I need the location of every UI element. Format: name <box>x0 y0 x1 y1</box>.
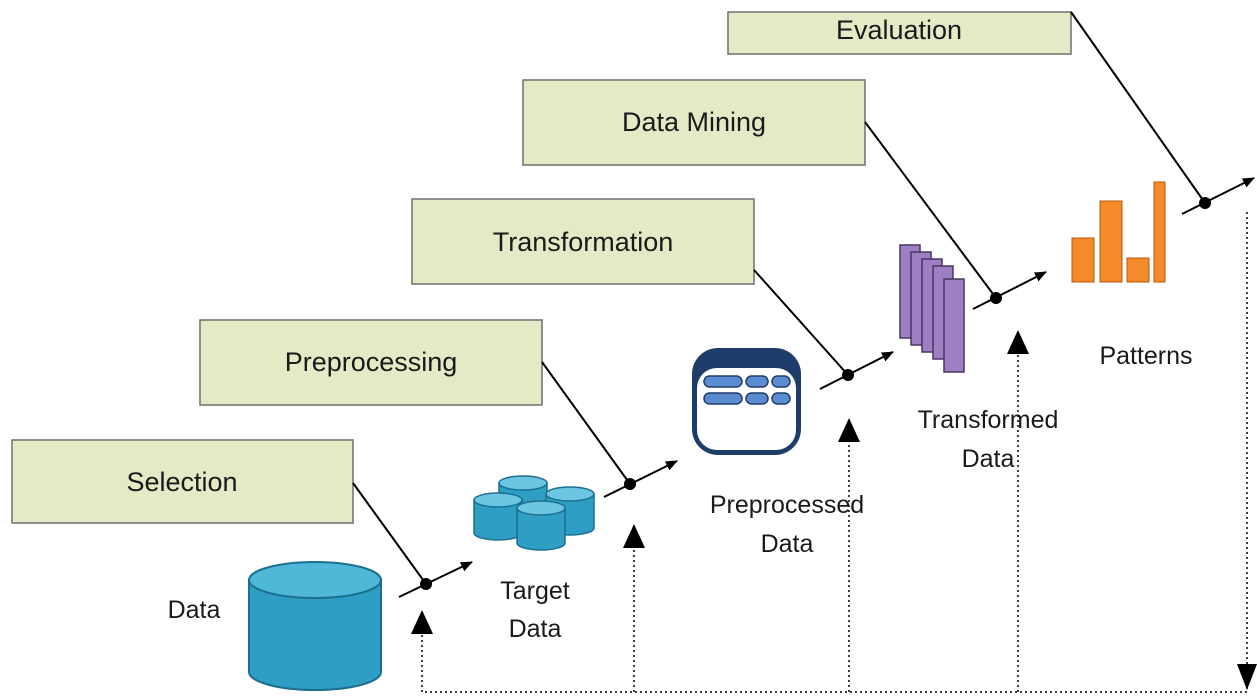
feedback-arrowheads <box>411 330 1257 690</box>
flow-arrow-selection <box>398 561 473 598</box>
item-label-transformed-data-line1: Transformed <box>918 406 1059 434</box>
leader-line-selection <box>352 482 427 585</box>
flow-arrow-evaluation <box>1181 177 1255 215</box>
step-label-transformation: Transformation <box>493 227 674 257</box>
leader-line-data-mining <box>864 121 997 299</box>
feedback-loop <box>421 212 1248 693</box>
step-label-preprocessing: Preprocessing <box>285 347 458 377</box>
leader-line-evaluation <box>1070 11 1206 204</box>
stacked-sheets-icon <box>899 244 965 373</box>
flow-arrow-data-mining <box>972 271 1047 310</box>
multi-database-icon <box>473 475 595 551</box>
bar-pattern-icon <box>1071 181 1166 283</box>
item-label-preprocessed-data-line1: Preprocessed <box>710 491 864 519</box>
item-label-patterns: Patterns <box>1099 342 1192 370</box>
junction-dot <box>842 369 854 381</box>
junction-dot <box>420 578 432 590</box>
item-label-target-data-line2: Data <box>509 615 562 643</box>
step-label-selection: Selection <box>126 467 237 497</box>
table-panel-icon <box>692 348 801 455</box>
flow-arrow-preprocessing <box>603 460 678 498</box>
leader-line-transformation <box>753 269 849 376</box>
item-label-preprocessed-data-line2: Data <box>761 530 814 558</box>
step-box-evaluation: Evaluation <box>727 11 1072 55</box>
item-label-transformed-data-line2: Data <box>962 445 1015 473</box>
junction-dot <box>1199 197 1211 209</box>
flow-arrow-transformation <box>819 351 894 390</box>
step-box-preprocessing: Preprocessing <box>199 319 543 406</box>
item-label-data: Data <box>168 596 221 624</box>
step-label-evaluation: Evaluation <box>836 15 962 45</box>
junction-dot <box>990 292 1002 304</box>
item-label-target-data-line1: Target <box>500 577 570 605</box>
junction-dot <box>624 478 636 490</box>
database-icon <box>248 561 382 691</box>
leader-line-preprocessing <box>541 361 631 485</box>
step-box-selection: Selection <box>11 439 354 524</box>
step-box-transformation: Transformation <box>411 198 755 285</box>
step-box-data-mining: Data Mining <box>522 79 866 166</box>
step-label-data-mining: Data Mining <box>622 107 766 137</box>
